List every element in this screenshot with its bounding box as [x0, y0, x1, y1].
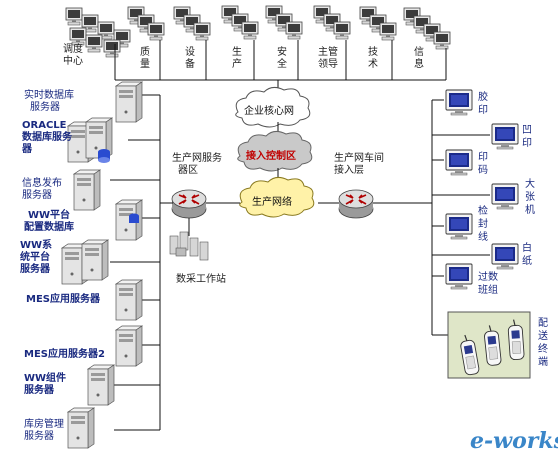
top-label-4: 安全 [277, 45, 287, 70]
enterprise-core-label: 企业核心网 [244, 104, 294, 117]
data-acquisition-workstation [169, 231, 209, 261]
terminal-label-4: 检封线 [478, 204, 488, 243]
server-zone-router [171, 189, 207, 219]
mobile-terminal-box [447, 311, 531, 379]
top-label-5: 主管领导 [318, 45, 338, 70]
terminal-bus [431, 99, 490, 336]
production-network-label: 生产网络 [252, 195, 292, 208]
e-works-watermark-logo: e-works [470, 428, 558, 454]
server-label-3: WW平台配置数据库 [24, 208, 74, 233]
top-label-0: 调度中心 [63, 42, 83, 67]
server-label-8: 库房管理服务器 [24, 417, 64, 442]
enterprise-core-cloud: 企业核心网 [235, 86, 311, 128]
terminal-labels: 胶印 凹印 印码 大张机 检封线 白纸 过数班组 [478, 90, 535, 296]
svg-text:e-works: e-works [470, 428, 558, 454]
terminals [445, 89, 519, 290]
top-bus [114, 40, 447, 100]
access-control-cloud: 接入控制区 [237, 130, 313, 172]
server-label-5: MES应用服务器 [26, 292, 101, 305]
server-label-4: WW系统平台服务器 [20, 238, 52, 275]
server-bus [110, 94, 190, 431]
access-control-label: 接入控制区 [246, 149, 296, 162]
top-label-1: 质量 [140, 46, 150, 70]
top-label-2: 设备 [185, 46, 195, 70]
top-label-7: 信息 [414, 46, 424, 70]
mobile-label: 配 送 终 端 [538, 317, 551, 368]
production-network-cloud: 生产网络 [239, 176, 315, 218]
top-group-labels: 调度中心 质量 设备 生产 安全 主管领导 技术 信息 [63, 42, 424, 70]
top-label-6: 技术 [368, 45, 378, 70]
access-layer-router [338, 189, 374, 219]
server-label-0: 实时数据库服务器 [24, 88, 74, 113]
server-label-2: 信息发布服务器 [22, 176, 62, 201]
workstation-label: 数采工作站 [176, 272, 226, 285]
left-hub-label: 生产网服务 器区 [172, 151, 225, 176]
terminal-label-2: 印码 [478, 151, 488, 176]
top-label-3: 生产 [232, 45, 242, 70]
terminal-label-3: 大张机 [525, 177, 535, 216]
servers [61, 81, 143, 449]
terminal-label-6: 过数班组 [478, 270, 498, 296]
server-label-7: WW组件服务器 [24, 371, 66, 396]
terminal-label-1: 凹印 [522, 125, 532, 149]
right-hub-label: 生产网车间 接入层 [334, 151, 387, 176]
terminal-label-0: 胶印 [478, 90, 488, 116]
terminal-label-5: 白纸 [522, 241, 532, 267]
server-label-6: MES应用服务器2 [24, 347, 105, 360]
